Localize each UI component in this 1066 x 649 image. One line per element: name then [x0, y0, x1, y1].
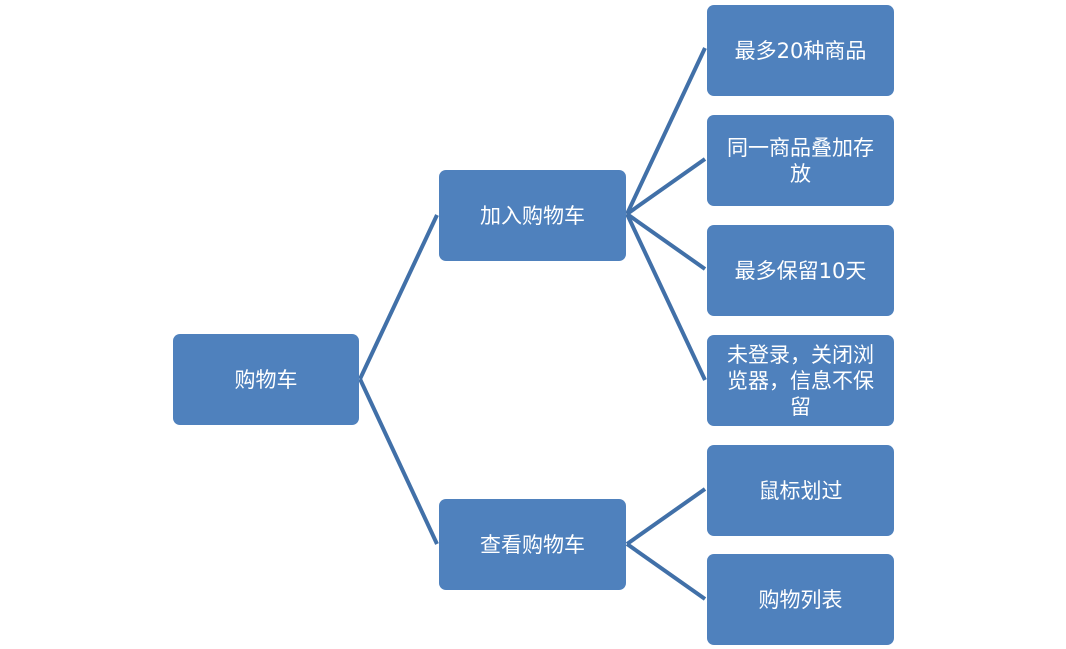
connector-root-add — [358, 214, 439, 380]
node-shopping-list: 购物列表 — [707, 554, 894, 645]
node-label: 加入购物车 — [480, 203, 585, 228]
connector-root-view — [358, 378, 439, 545]
connector-view-1 — [625, 487, 707, 546]
node-keep-10-days: 最多保留10天 — [707, 225, 894, 316]
node-label: 同一商品叠加存放 — [727, 135, 874, 186]
node-label: 购物列表 — [758, 587, 843, 612]
node-add-to-cart: 加入购物车 — [439, 170, 626, 261]
node-label: 最多20种商品 — [734, 38, 867, 63]
node-view-cart: 查看购物车 — [439, 499, 626, 590]
connector-add-1 — [625, 47, 707, 215]
node-label: 未登录，关闭浏览器，信息不保留 — [727, 342, 874, 419]
node-label: 最多保留10天 — [734, 258, 867, 283]
node-not-logged-in: 未登录，关闭浏览器，信息不保留 — [707, 335, 894, 426]
connector-add-4 — [625, 213, 707, 381]
node-label: 鼠标划过 — [758, 478, 843, 503]
connector-add-2 — [625, 157, 707, 216]
node-max-20-items: 最多20种商品 — [707, 5, 894, 96]
node-label: 购物车 — [234, 367, 298, 392]
node-label: 查看购物车 — [480, 532, 585, 557]
node-mouse-hover: 鼠标划过 — [707, 445, 894, 536]
root-node-shopping-cart: 购物车 — [173, 334, 359, 425]
node-stack-same-item: 同一商品叠加存放 — [707, 115, 894, 206]
connector-view-2 — [625, 542, 707, 601]
connector-add-3 — [625, 212, 707, 271]
